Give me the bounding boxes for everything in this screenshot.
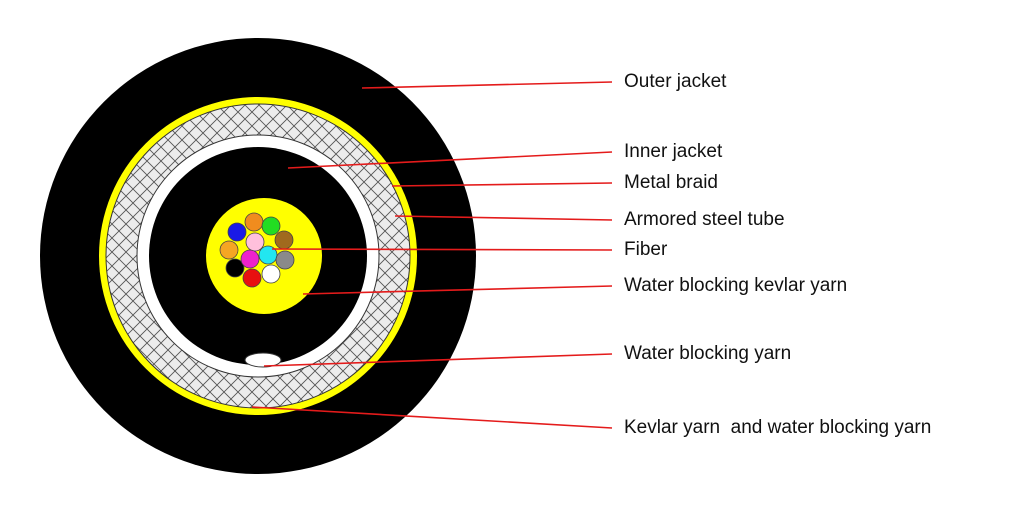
leader-water-blocking-yarn	[263, 353, 613, 367]
label-fiber: Fiber	[624, 239, 668, 260]
fiber-bundle	[219, 212, 295, 288]
leader-fiber	[271, 248, 613, 251]
water-blocking-yarn-element	[244, 352, 282, 368]
leader-water-blocking-kevlar-yarn	[302, 285, 613, 295]
fiber-strand	[261, 216, 281, 236]
label-armored-steel-tube: Armored steel tube	[624, 209, 785, 230]
fiber-strand	[240, 249, 260, 269]
fiber-strand	[227, 222, 247, 242]
label-water-blocking-kevlar-yarn: Water blocking kevlar yarn	[624, 275, 848, 296]
fiber-strand	[275, 250, 295, 270]
fiber-strand	[225, 258, 245, 278]
fiber-strand	[245, 232, 265, 252]
label-outer-jacket: Outer jacket	[624, 71, 727, 92]
leader-metal-braid	[391, 182, 613, 187]
fiber-strand	[219, 240, 239, 260]
label-metal-braid: Metal braid	[624, 172, 718, 193]
leader-outer-jacket	[361, 81, 613, 89]
label-kevlar-and-water-blocking-yarn: Kevlar yarn and water blocking yarn	[624, 417, 932, 438]
fiber-strand	[258, 245, 278, 265]
label-inner-jacket: Inner jacket	[624, 141, 723, 162]
leader-inner-jacket	[287, 151, 613, 169]
leader-kevlar-and-water-blocking-yarn	[251, 406, 613, 429]
label-water-blocking-yarn: Water blocking yarn	[624, 343, 792, 364]
fiber-strand	[261, 264, 281, 284]
leader-lines	[251, 81, 613, 429]
fiber-strand	[244, 212, 264, 232]
fiber-strand	[242, 268, 262, 288]
leader-armored-steel-tube	[394, 215, 613, 221]
fiber-strand	[274, 230, 294, 250]
